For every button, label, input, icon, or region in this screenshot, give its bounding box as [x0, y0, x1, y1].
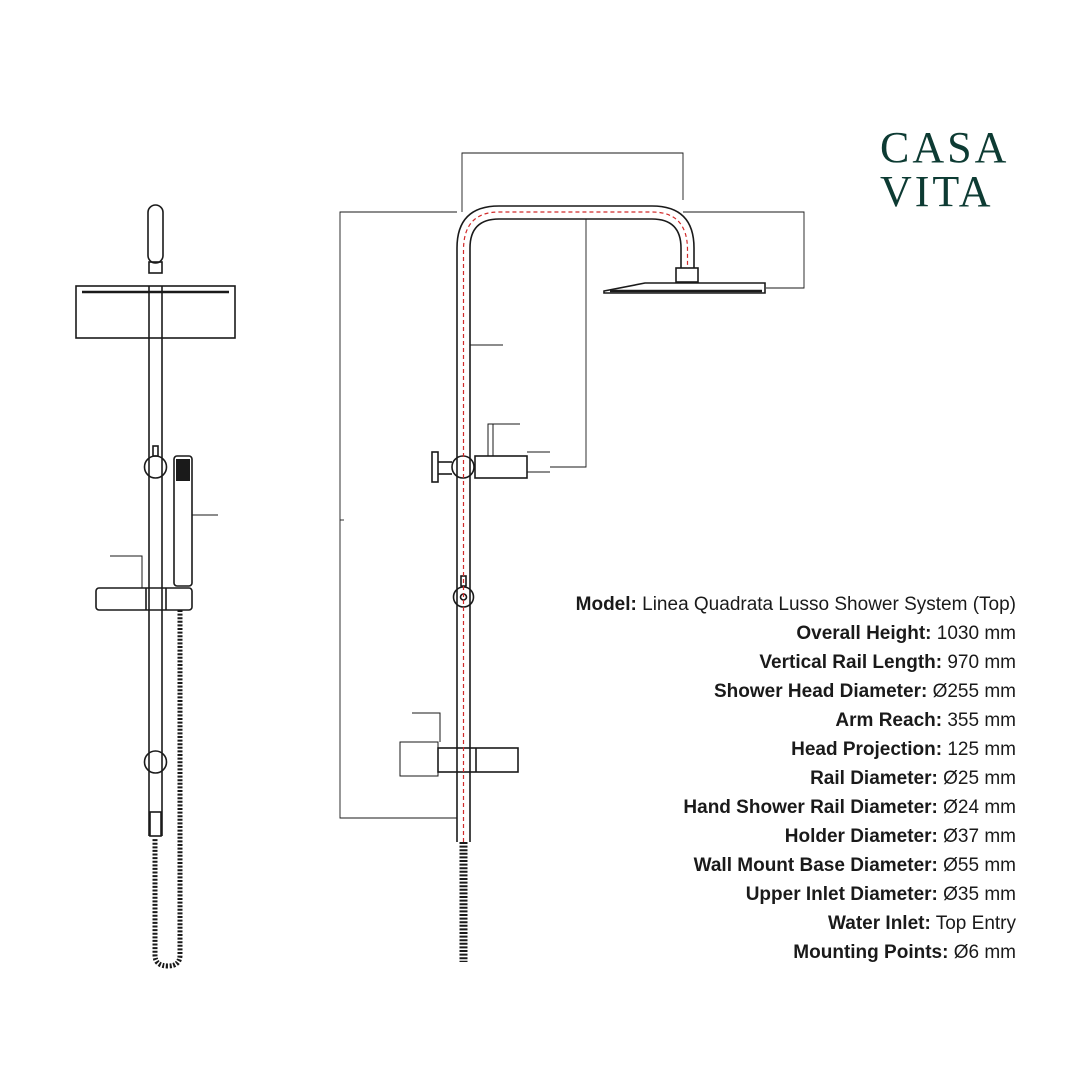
- spec-rail-diameter: Rail Diameter: Ø25 mm: [576, 764, 1016, 793]
- spec-value: Ø55 mm: [943, 855, 1016, 876]
- spec-label: Rail Diameter:: [810, 768, 938, 789]
- spec-overall-height: Overall Height: 1030 mm: [576, 619, 1016, 648]
- brand-line-2: VITA: [880, 167, 994, 216]
- spec-vertical-rail-length: Vertical Rail Length: 970 mm: [576, 648, 1016, 677]
- spec-label: Water Inlet:: [828, 913, 931, 934]
- spec-value: Ø24 mm: [943, 797, 1016, 818]
- front-upper-holder: [143, 455, 168, 479]
- spec-value: Ø25 mm: [943, 768, 1016, 789]
- spec-label: Overall Height:: [796, 623, 932, 644]
- spec-upper-inlet-diameter: Upper Inlet Diameter: Ø35 mm: [576, 880, 1016, 909]
- spec-label: Head Projection:: [791, 739, 943, 760]
- side-rail-arm: [456, 205, 695, 842]
- front-wall-bracket: [95, 587, 193, 611]
- front-upper-inlet: [147, 204, 164, 264]
- spec-water-inlet: Water Inlet: Top Entry: [576, 909, 1016, 938]
- spec-label: Mounting Points:: [793, 942, 949, 963]
- spec-head-projection: Head Projection: 125 mm: [576, 735, 1016, 764]
- spec-label: Model:: [575, 594, 637, 615]
- spec-value: 970 mm: [947, 652, 1016, 673]
- spec-list: Model: Linea Quadrata Lusso Shower Syste…: [576, 590, 1016, 967]
- spec-shower-head-diameter: Shower Head Diameter: Ø255 mm: [576, 677, 1016, 706]
- spec-arm-reach: Arm Reach: 355 mm: [576, 706, 1016, 735]
- brand-logo: CASA VITA: [880, 126, 1020, 214]
- side-head-connector: [675, 267, 699, 283]
- spec-label: Wall Mount Base Diameter:: [693, 855, 938, 876]
- spec-holder-diameter: Holder Diameter: Ø37 mm: [576, 822, 1016, 851]
- spec-value: 355 mm: [947, 710, 1016, 731]
- spec-hand-shower-rail-diameter: Hand Shower Rail Diameter: Ø24 mm: [576, 793, 1016, 822]
- spec-wall-mount-base-diameter: Wall Mount Base Diameter: Ø55 mm: [576, 851, 1016, 880]
- spec-value: Ø35 mm: [943, 884, 1016, 905]
- spec-label: Arm Reach:: [835, 710, 943, 731]
- spec-value: Ø255 mm: [932, 681, 1016, 702]
- spec-value: 125 mm: [947, 739, 1016, 760]
- spec-value: Ø6 mm: [953, 942, 1016, 963]
- spec-label: Upper Inlet Diameter:: [745, 884, 938, 905]
- brand-line-1: CASA: [880, 123, 1010, 172]
- spec-value: 1030 mm: [936, 623, 1016, 644]
- front-lower-holder: [143, 750, 168, 774]
- spec-value: Linea Quadrata Lusso Shower System (Top): [642, 594, 1016, 615]
- spec-value: Top Entry: [935, 913, 1016, 934]
- spec-mounting-points: Mounting Points: Ø6 mm: [576, 938, 1016, 967]
- spec-label: Holder Diameter:: [784, 826, 938, 847]
- front-hose: [152, 610, 183, 969]
- water-path: [462, 211, 689, 842]
- side-shower-head: [603, 282, 766, 294]
- spec-label: Hand Shower Rail Diameter:: [683, 797, 938, 818]
- spec-label: Shower Head Diameter:: [714, 681, 928, 702]
- side-lower-bracket: [399, 741, 439, 777]
- front-head-connector: [148, 261, 163, 274]
- side-wall-mount: [474, 455, 528, 479]
- front-shower-head: [75, 285, 236, 339]
- spec-label: Vertical Rail Length:: [759, 652, 943, 673]
- front-view: [75, 204, 236, 969]
- dimension-lines: [339, 152, 805, 819]
- spec-model: Model: Linea Quadrata Lusso Shower Syste…: [576, 590, 1016, 619]
- spec-value: Ø37 mm: [943, 826, 1016, 847]
- front-hand-shower: [173, 455, 193, 587]
